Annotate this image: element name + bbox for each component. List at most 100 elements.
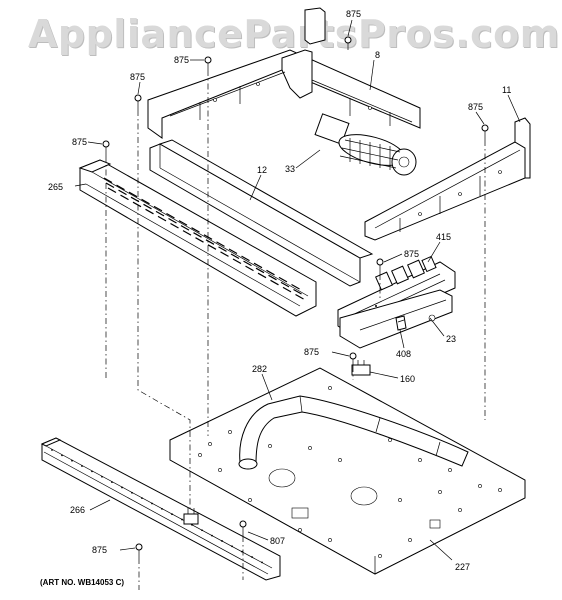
vent-slot [253,262,263,269]
rail-hole [131,491,133,494]
part-11-side-bracket [364,117,531,241]
vent-slot [155,210,165,217]
watermark-logo: AppliancePartsPros.com [28,12,560,56]
vent-slot [157,215,167,222]
base-hole [208,442,212,446]
base-hole [378,554,382,558]
vent-slot [257,272,267,279]
callout-labels: 875 875 875 875 8 875 11 12 265 33 875 4… [40,9,511,587]
screw-icons [102,36,489,558]
alignment-lines [105,70,486,590]
callout-875: 875 [174,55,189,65]
vent-slot [216,241,225,247]
vent-slot [291,283,300,290]
vent-slot [205,239,215,245]
rail-hole [171,513,173,516]
base-hole [408,538,412,542]
vent-slot [120,194,129,201]
rail-hole [141,497,143,500]
vent-slot [268,274,277,281]
rail-hole [151,502,153,505]
vent-slot [228,248,238,255]
vent-slot [166,212,175,219]
vent-slot [245,265,254,272]
rail-hole [71,459,73,462]
base-hole [298,528,302,532]
screw-icon [204,56,212,70]
base-hole [458,508,462,512]
rail-hole [51,449,53,451]
base-hole [438,490,442,494]
vent-slot [282,286,292,293]
vent-slot [168,217,177,224]
vent-slot [170,222,179,229]
callout-875: 875 [404,249,419,259]
part-12-channel [149,139,374,287]
base-hole [418,458,422,462]
callout-875: 875 [346,9,361,19]
rail-hole [101,475,103,478]
vent-slot [270,279,279,286]
screw-icon [134,94,142,110]
base-hole [328,538,332,542]
vent-slot [266,269,275,276]
screw-icon [376,258,384,274]
rail-hole [261,561,263,564]
screw-icon [481,124,489,140]
vent-slot [107,187,117,194]
vent-slot [105,182,115,189]
callout-160: 160 [400,374,415,384]
rail-hole [81,465,83,467]
vent-slot [220,251,229,257]
vent-slot [243,260,252,267]
screw-icon [135,543,143,558]
rail-hole [111,481,113,483]
base-hole [338,458,342,462]
vent-slot [141,198,150,205]
base-hole [398,498,402,502]
callout-875: 875 [92,545,107,555]
part-408-standoff [395,315,407,331]
callout-408: 408 [396,349,411,359]
vent-slot [278,276,288,283]
vent-slot [145,208,154,215]
rail-hole [181,518,183,521]
vent-slot [280,281,290,288]
callout-875: 875 [468,102,483,112]
base-hole [308,446,312,450]
rail-hole [121,486,123,489]
rail-hole [221,540,223,542]
part-282-duct-hose [238,395,469,470]
callout-415: 415 [436,232,451,242]
vent-slot [255,267,265,274]
callout-33: 33 [285,164,295,174]
base-hole [328,386,332,390]
screw-icon [349,352,357,366]
base-hole [478,484,482,488]
rail-hole [201,529,203,532]
callout-8: 8 [375,50,380,60]
callout-875: 875 [304,347,319,357]
vent-slot [132,201,142,208]
vent-slots [103,177,304,300]
vent-slot [195,237,204,243]
callout-12: 12 [257,165,267,175]
callout-282: 282 [252,364,267,374]
vent-slot [230,253,240,260]
base-hole [248,498,252,502]
callout-875: 875 [130,72,145,82]
callout-23: 23 [446,334,456,344]
base-hole [268,444,272,448]
screw-icon [102,140,110,156]
vent-slot [103,177,113,184]
vent-slot [128,191,138,198]
base-hole [388,438,392,442]
base-hole [218,468,222,472]
rail-hole [211,534,213,537]
callout-875: 875 [72,137,87,147]
vent-slot [193,232,202,238]
vent-slot [232,258,242,265]
rail-hole [61,454,63,457]
part-160-sensor [351,360,371,376]
